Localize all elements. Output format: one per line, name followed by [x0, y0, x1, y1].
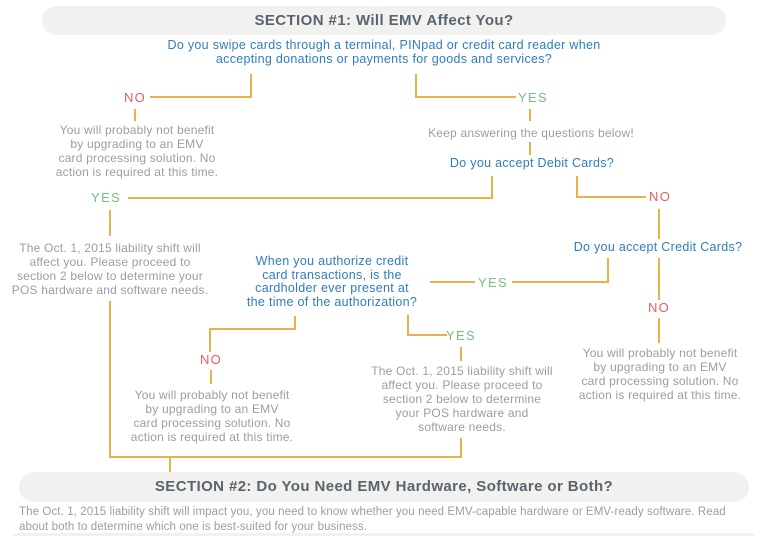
question-debit-cards: Do you accept Debit Cards? [449, 156, 615, 170]
question-swipe-cards: Do you swipe cards through a terminal, P… [167, 38, 601, 66]
answer-liability-left: The Oct. 1, 2015 liability shift will af… [11, 241, 209, 297]
answer-liability-middle: The Oct. 1, 2015 liability shift will af… [371, 364, 553, 434]
edge-no-credit-drop [658, 318, 660, 343]
edge-debit-no-vertical [576, 176, 578, 197]
edge-keep-answering-drop [529, 142, 531, 155]
section-2-header: SECTION #2: Do You Need EMV Hardware, So… [19, 472, 749, 502]
label-no-cardholder: NO [199, 352, 223, 367]
label-no-credit: NO [647, 300, 671, 315]
edge-cardholder-no-horizontal [209, 328, 296, 330]
answer-no-benefit-top-left: You will probably not benefit by upgradi… [55, 123, 219, 179]
edge-credit-yes-horizontal-left [430, 281, 475, 283]
label-yes-q1: YES [518, 90, 548, 105]
edge-q1-yes-vertical [415, 74, 417, 98]
label-yes-credit: YES [478, 275, 508, 290]
edge-q1-no-horizontal [150, 96, 252, 98]
section-2-title: SECTION #2: Do You Need EMV Hardware, So… [154, 478, 614, 495]
label-yes-debit: YES [91, 190, 121, 205]
next-section-band-cutoff [12, 533, 756, 536]
question-credit-cards: Do you accept Credit Cards? [573, 240, 743, 254]
section-2-description: The Oct. 1, 2015 liability shift will im… [19, 506, 726, 533]
edge-cardholder-no-vertical-2 [209, 328, 211, 352]
answer-no-benefit-right: You will probably not benefit by upgradi… [578, 346, 742, 402]
edge-yes-debit-drop [109, 210, 111, 236]
text-keep-answering: Keep answering the questions below! [428, 126, 634, 140]
edge-no-cardholder-drop [210, 370, 212, 384]
edge-credit-yes-horizontal-right [512, 281, 609, 283]
edge-credit-no-vertical [658, 258, 660, 300]
edge-cardholder-no-vertical-1 [294, 316, 296, 329]
edge-yes1-drop [529, 109, 531, 121]
edge-q1-yes-horizontal [415, 96, 516, 98]
edge-no1-drop [134, 109, 136, 121]
edge-debit-yes-vertical [491, 176, 493, 199]
edge-no-debit-drop [658, 209, 660, 239]
edge-liability-middle-drop [460, 438, 462, 458]
edge-credit-yes-vertical [607, 258, 609, 282]
edge-section2-horizontal [109, 456, 462, 458]
edge-cardholder-yes-horizontal [407, 334, 447, 336]
edge-yes-cardholder-drop [460, 347, 462, 361]
label-no-debit: NO [649, 189, 672, 204]
question-cardholder-present: When you authorize credit card transacti… [246, 254, 418, 309]
label-no-q1: NO [123, 90, 147, 105]
edge-debit-no-horizontal [576, 196, 646, 198]
answer-no-benefit-middle: You will probably not benefit by upgradi… [130, 388, 294, 444]
section-1-header: SECTION #1: Will EMV Affect You? [42, 6, 726, 35]
edge-q1-no-vertical [250, 74, 252, 98]
edge-section2-stub [169, 456, 171, 473]
edge-left-long-vertical [109, 301, 111, 458]
edge-cardholder-yes-vertical [407, 315, 409, 336]
edge-debit-yes-horizontal [128, 197, 493, 199]
section-1-title: SECTION #1: Will EMV Affect You? [254, 12, 514, 29]
label-yes-cardholder: YES [446, 328, 476, 343]
